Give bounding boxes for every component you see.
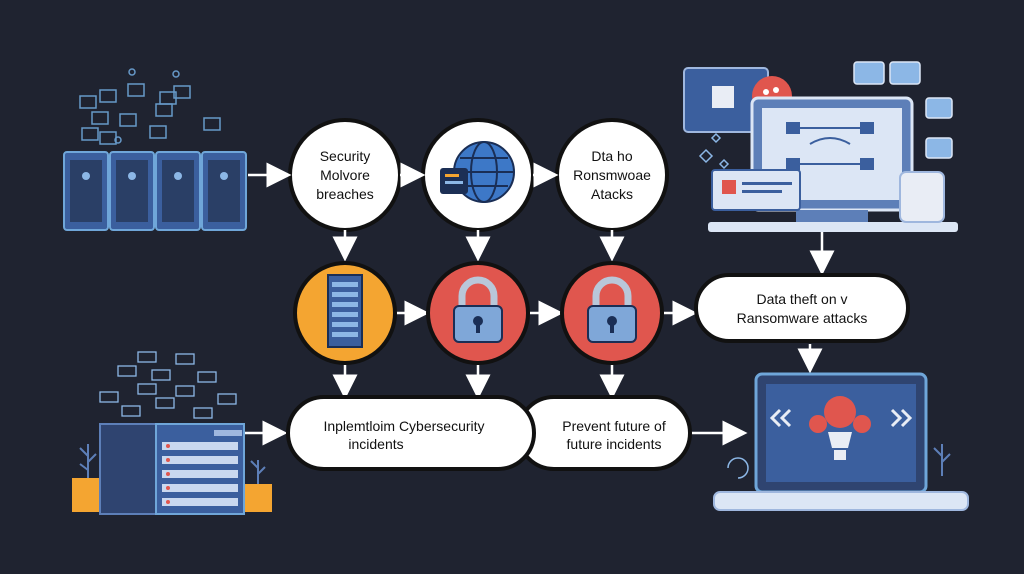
bug-icon [809,396,871,460]
node-security-breaches[interactable]: Security Molvore breaches [288,118,402,232]
node-data-theft-line-2: Ransomware attacks [737,310,868,326]
node-prevent-future-line-1: Prevent future of [562,418,666,434]
node-data-theft-line-1: Data theft on v [756,291,847,307]
node-data-ransomware[interactable]: Dta ho Ronsmwoae Atacks [555,118,669,232]
connectors [244,162,835,446]
node-server-rack[interactable] [293,261,397,365]
node-data-ransomware-line-2: Ronsmwoae [573,167,651,183]
node-globe[interactable] [421,118,535,232]
node-lock-2[interactable] [560,261,664,365]
monitor-icon [708,96,958,232]
node-data-ransomware-line-1: Dta ho [591,148,632,164]
globe-icon [440,141,515,203]
padlock-icon [453,276,503,343]
server-cluster-bottom-left [72,351,272,515]
monitor-cluster-top-right [683,61,958,232]
node-lock-1[interactable] [426,261,530,365]
padlock-icon [587,276,637,343]
node-data-theft[interactable]: Data theft on v Ransomware attacks [694,273,910,343]
node-implement-cybersecurity[interactable]: Inplemtloim Cybersecurity incidents [286,395,536,471]
device-cluster-top-left [63,68,247,231]
node-implement-line-2: incidents [348,436,403,452]
server-rack-icon [327,274,363,348]
node-security-breaches-line-2: Molvore [320,167,370,183]
laptop-icon [713,372,969,511]
node-prevent-future-line-2: future incidents [567,436,662,452]
node-implement-line-1: Inplemtloim Cybersecurity [323,418,484,434]
node-security-breaches-line-3: breaches [316,186,374,202]
node-data-ransomware-line-3: Atacks [591,186,633,202]
node-security-breaches-line-1: Security [320,148,371,164]
node-prevent-future[interactable]: Prevent future of future incidents [516,395,692,471]
